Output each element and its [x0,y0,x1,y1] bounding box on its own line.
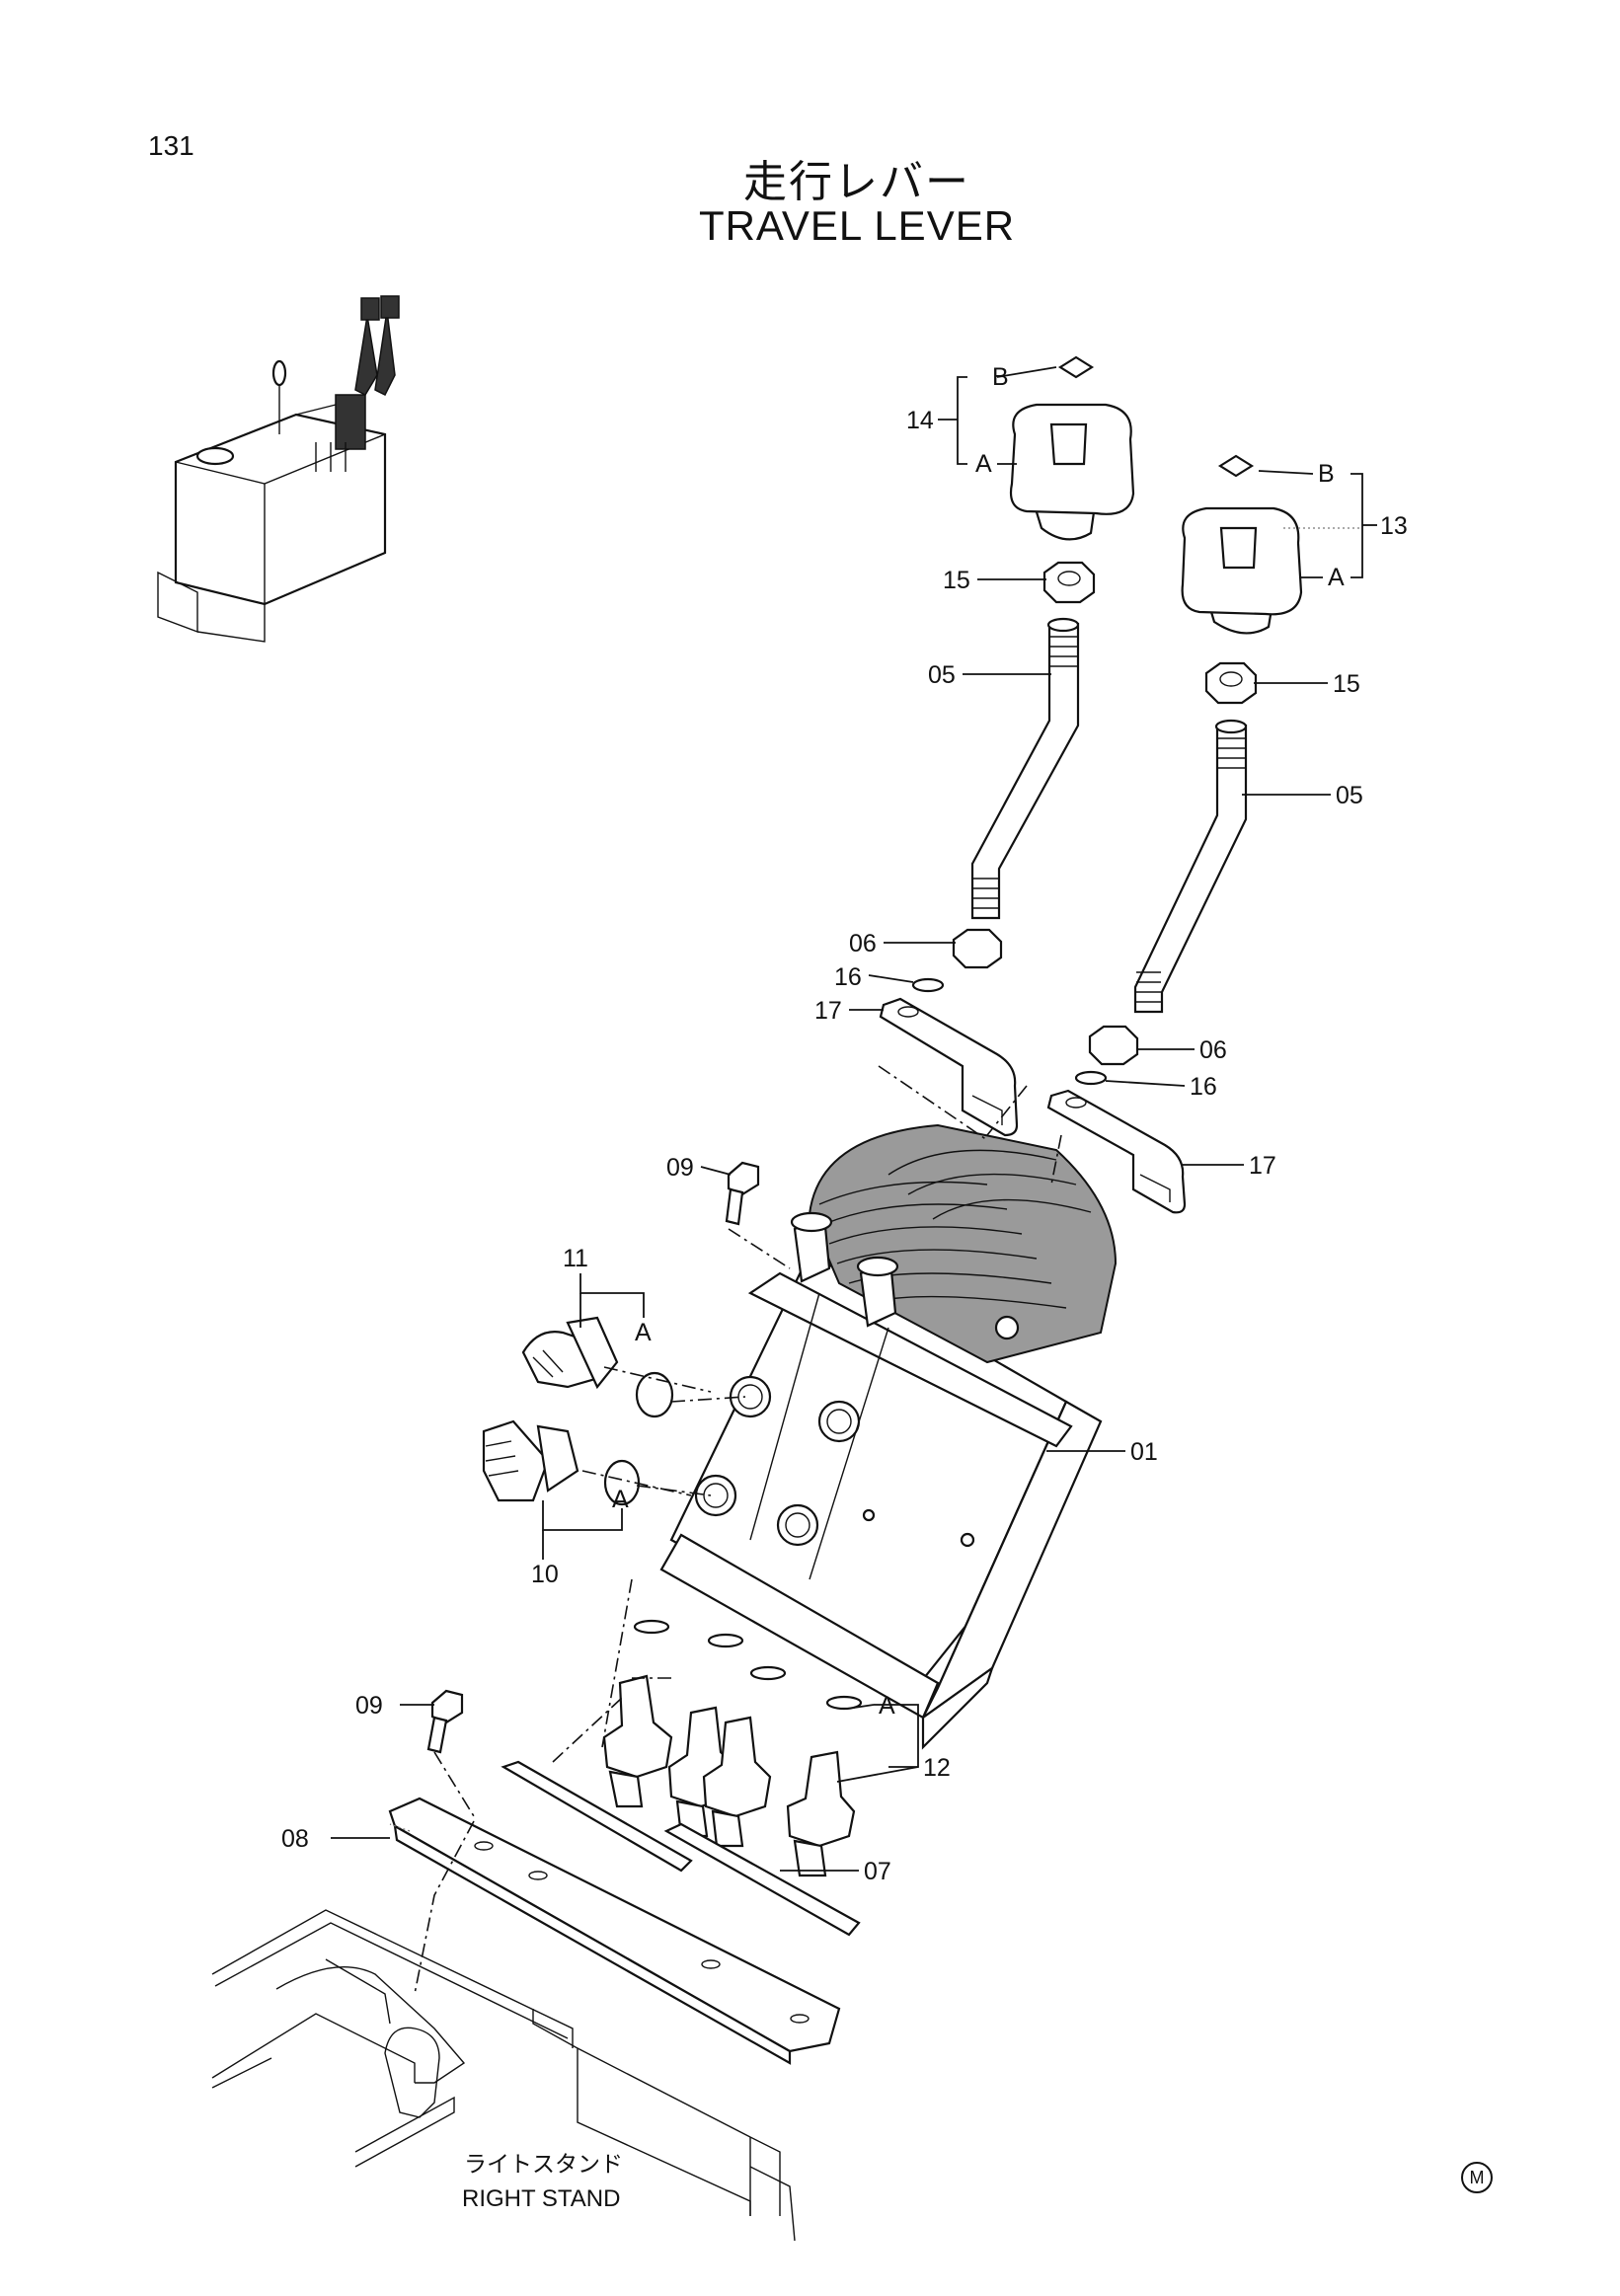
plate-08 [388,1797,841,2065]
callout-17-left: 17 [814,997,842,1025]
callout-13: 13 [1380,512,1408,540]
right-stand [211,1909,796,2242]
elbow-fitting-11 [521,1316,619,1390]
nut-15-left [1042,561,1096,604]
callout-14: 14 [906,407,934,434]
callout-a-13: A [1328,564,1345,591]
callout-a-12: A [879,1692,895,1720]
callout-11: 11 [563,1245,588,1272]
nut-15-right [1204,661,1258,705]
straight-fittings-12 [602,1674,856,1877]
lever-rod-05-left [970,617,1080,920]
pilot-valve-body-01 [659,1123,1118,1750]
o-ring-a-10 [603,1459,641,1506]
nut-06-left [952,928,1003,969]
plate-17-left [879,997,1019,1137]
callout-b-14: B [992,363,1009,391]
callout-06-left: 06 [849,930,877,957]
knob-13 [1181,506,1303,635]
m-mark: M [1461,2162,1493,2193]
o-ring-bottom-4 [825,1695,863,1711]
callout-09-lower: 09 [355,1692,383,1720]
elbow-fitting-10 [482,1419,579,1502]
callout-01: 01 [1130,1438,1158,1466]
callout-12: 12 [923,1754,951,1782]
callout-15-right: 15 [1333,670,1360,698]
diamond-b-13 [1217,454,1255,478]
callout-06-right: 06 [1199,1036,1227,1064]
title-japanese: 走行レバー [743,157,970,207]
o-ring-bottom-3 [749,1665,787,1681]
callout-a-14: A [975,450,992,478]
callout-05-right: 05 [1336,782,1363,809]
lever-rod-05-right [1133,719,1248,1014]
screw-09-lower [426,1689,464,1754]
right-stand-label-en: RIGHT STAND [462,2185,620,2212]
leader-lines [331,366,1377,1995]
o-ring-bottom-1 [633,1619,670,1635]
callout-a-10: A [612,1486,629,1513]
console-thumbnail [157,295,400,643]
washer-16-left [911,977,945,993]
callout-07: 07 [864,1858,891,1885]
o-ring-bottom-2 [707,1633,744,1648]
callout-08: 08 [281,1825,309,1853]
plate-17-right [1046,1089,1187,1214]
title-english: TRAVEL LEVER [698,202,1016,249]
knob-14 [1009,403,1135,541]
gasket-07 [501,1760,861,1937]
screw-09-upper [725,1161,760,1226]
nut-06-right [1088,1025,1139,1066]
callout-16-right: 16 [1190,1073,1217,1101]
o-ring-a-11 [635,1371,674,1418]
diamond-b-14 [1057,355,1095,379]
callout-05-left: 05 [928,661,956,689]
callout-17-right: 17 [1249,1152,1276,1180]
callout-b-13: B [1318,460,1335,488]
callout-a-11: A [635,1319,652,1346]
callout-16-left: 16 [834,963,862,991]
callout-15-left: 15 [943,567,970,594]
right-stand-label-jp: ライトスタンド [464,2152,623,2178]
callout-10: 10 [531,1561,559,1588]
callout-09-upper: 09 [666,1154,694,1182]
washer-16-right [1074,1070,1108,1086]
page-number: 131 [148,130,194,161]
